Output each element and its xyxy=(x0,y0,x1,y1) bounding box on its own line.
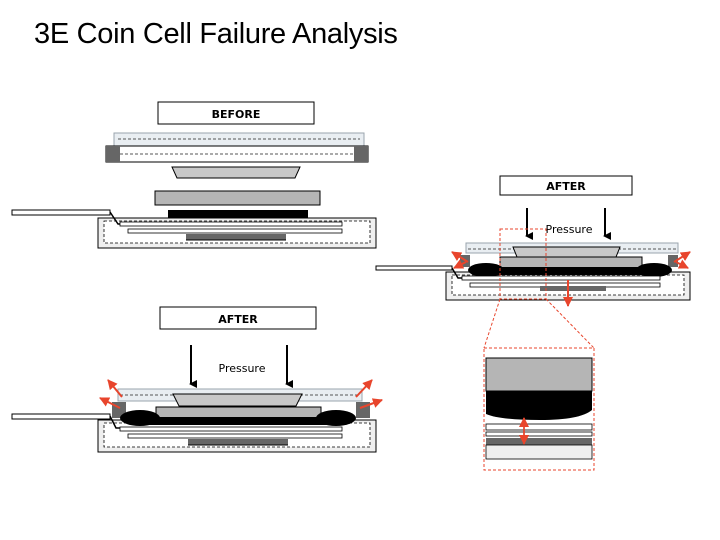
before-diagram: BEFORE xyxy=(11,101,377,249)
after-bottom-label: AFTER xyxy=(218,313,258,326)
pressure-label-right: Pressure xyxy=(546,223,593,236)
before-label: BEFORE xyxy=(212,108,261,121)
before-upper-electrode xyxy=(154,190,321,206)
after-right-label-box xyxy=(499,175,633,196)
before-cap xyxy=(113,132,365,148)
before-label-box xyxy=(157,101,315,125)
before-separator xyxy=(168,210,308,221)
before-tab xyxy=(11,209,111,216)
after-bottom-diagram: AFTER Pressure xyxy=(11,306,383,453)
slide-title: 3E Coin Cell Failure Analysis xyxy=(34,18,398,50)
before-gasket-left xyxy=(106,146,120,162)
after-right-label: AFTER xyxy=(546,180,586,193)
zoom-inset xyxy=(483,347,595,471)
pressure-label-bottom: Pressure xyxy=(219,362,266,375)
before-spacer xyxy=(171,166,301,179)
before-lower-electrode xyxy=(186,234,286,240)
zoom-region-box xyxy=(499,228,547,300)
before-gasket-right xyxy=(354,146,368,162)
after-right-separator xyxy=(490,267,650,275)
after-right-diagram: AFTER Pressure xyxy=(375,175,691,349)
after-bottom-label-box xyxy=(159,306,317,330)
